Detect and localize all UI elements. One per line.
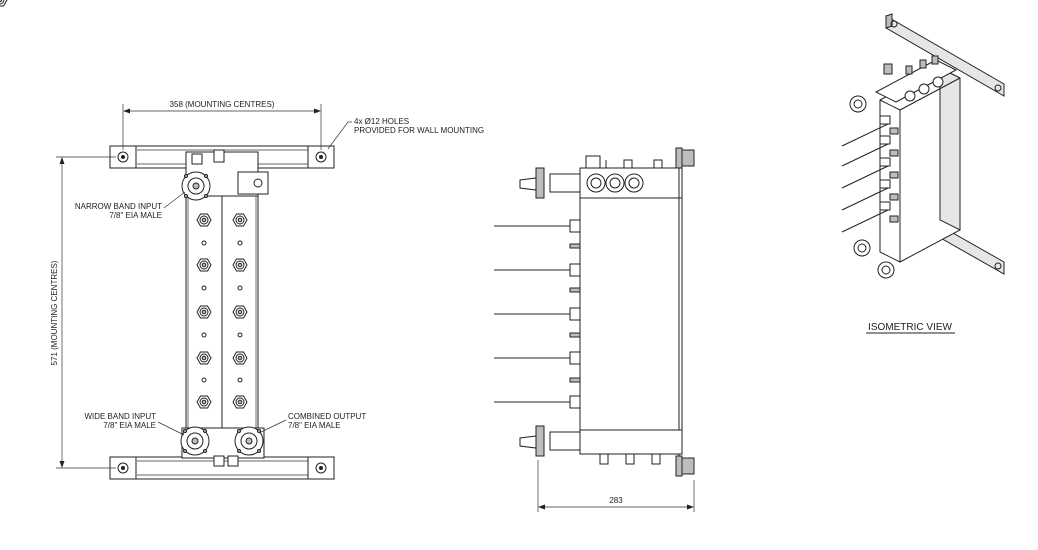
wide-band-input-connector — [180, 426, 210, 456]
narrow-band-input-label: NARROW BAND INPUT — [75, 202, 162, 211]
narrow-band-input-spec: 7/8" EIA MALE — [109, 211, 162, 220]
combined-output-label: COMBINED OUTPUT — [288, 412, 366, 421]
filter-body — [185, 195, 259, 433]
isometric-view: ISOMETRIC VIEW — [841, 13, 1005, 334]
bottom-mounting-bracket — [109, 456, 335, 480]
side-body — [579, 195, 683, 433]
wide-band-input-label: WIDE BAND INPUT — [84, 412, 156, 421]
tuning-rods — [494, 219, 581, 409]
isometric-view-caption: ISOMETRIC VIEW — [868, 322, 952, 333]
side-view: 283 — [494, 147, 695, 512]
holes-note-line1: 4x Ø12 HOLES — [354, 117, 409, 126]
depth-label: 283 — [609, 496, 623, 505]
wide-band-input-callout: WIDE BAND INPUT 7/8" EIA MALE — [84, 412, 185, 436]
depth-dimension: 283 — [537, 460, 695, 512]
combined-output-spec: 7/8" EIA MALE — [288, 421, 341, 430]
tuning-ports — [0, 0, 248, 409]
wide-band-input-spec: 7/8" EIA MALE — [103, 421, 156, 430]
front-view: 358 (MOUNTING CENTRES) 571 (MOUNTING CEN… — [0, 0, 484, 480]
mounting-width-label: 358 (MOUNTING CENTRES) — [170, 100, 275, 109]
mounting-height-dimension: 571 (MOUNTING CENTRES) — [50, 156, 116, 469]
combined-output-callout: COMBINED OUTPUT 7/8" EIA MALE — [258, 412, 366, 434]
mounting-width-dimension: 358 (MOUNTING CENTRES) — [122, 100, 322, 150]
iso-tuning-rods — [841, 115, 899, 233]
holes-note-line2: PROVIDED FOR WALL MOUNTING — [354, 126, 484, 135]
narrow-band-input-callout: NARROW BAND INPUT 7/8" EIA MALE — [75, 191, 186, 220]
narrow-band-input-connector — [181, 171, 211, 201]
combined-output-connector — [234, 426, 264, 456]
mounting-height-label: 571 (MOUNTING CENTRES) — [50, 260, 59, 365]
holes-note: 4x Ø12 HOLES PROVIDED FOR WALL MOUNTING — [327, 117, 484, 150]
